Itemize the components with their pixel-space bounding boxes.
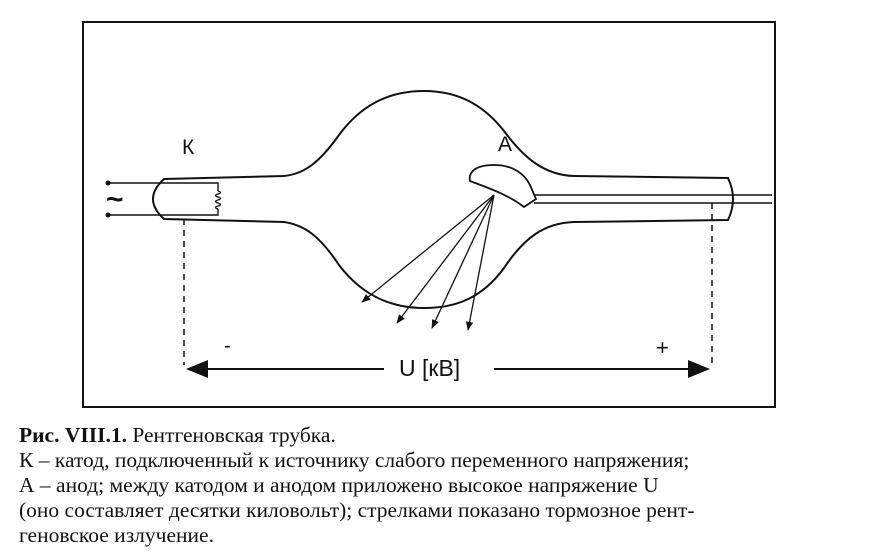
xray-arrow-2 xyxy=(396,194,495,324)
caption-line-1: К – катод, подключенный к источнику слаб… xyxy=(19,448,690,472)
terminal-bottom xyxy=(105,212,111,218)
minus-sign: - xyxy=(224,335,231,357)
caption-heading: Рис. VIII.1. Рентгеновская трубка. xyxy=(19,423,879,448)
voltage-label: U [кВ] xyxy=(393,355,467,382)
tube-envelope xyxy=(152,89,734,310)
xray-arrow-1 xyxy=(361,194,495,303)
caption-line-2: А – анод; между катодом и анодом приложе… xyxy=(19,473,659,497)
figure-caption: Рис. VIII.1. Рентгеновская трубка. К – к… xyxy=(19,423,879,548)
xray-arrow-3 xyxy=(431,194,495,329)
cathode-filament xyxy=(214,190,222,210)
caption-line-3: (оно составляет десятки киловольт); стре… xyxy=(19,498,695,522)
diagram-drawing xyxy=(105,89,772,378)
cathode-label: К xyxy=(182,136,195,159)
terminal-top xyxy=(105,180,111,186)
anode-label: А xyxy=(498,133,513,156)
caption-line-4: геновское излучение. xyxy=(19,523,214,547)
anode-target xyxy=(468,164,538,209)
xray-tube-diagram: К А ~ - + U [кВ] xyxy=(82,21,776,408)
cathode-wire-top xyxy=(150,182,219,191)
cathode-wire-bottom xyxy=(150,209,219,216)
ac-source-symbol: ~ xyxy=(106,183,124,216)
caption-title: Рис. VIII.1. xyxy=(19,423,127,447)
xray-arrow-4 xyxy=(465,194,495,331)
voltage-arrowhead-right xyxy=(688,360,710,378)
caption-subtitle: Рентгеновская трубка. xyxy=(132,423,336,447)
voltage-arrowhead-left xyxy=(186,360,208,378)
plus-sign: + xyxy=(656,335,669,360)
